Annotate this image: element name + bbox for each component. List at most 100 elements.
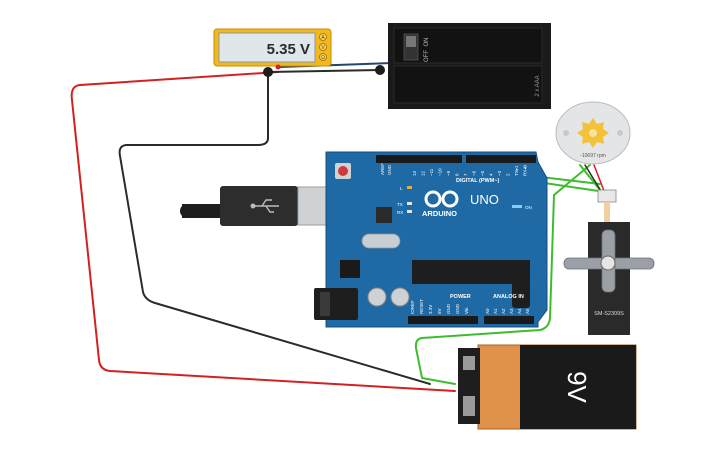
voltage-regulator bbox=[340, 260, 360, 278]
capacitor-3 bbox=[512, 282, 530, 308]
usb-chip bbox=[376, 207, 392, 223]
pin-label: 12 bbox=[421, 170, 426, 176]
servo-horn-hub bbox=[600, 255, 616, 271]
pin-label: ~10 bbox=[438, 168, 443, 176]
pin-label: A4 bbox=[517, 308, 522, 314]
battery-pack-2xaaa[interactable]: ON OFF 2 x AAA bbox=[388, 23, 551, 109]
arduino-brand: ARDUINO bbox=[422, 209, 457, 218]
battery-9v-label: 9V bbox=[562, 371, 592, 403]
usb-symbol-icon bbox=[250, 199, 279, 213]
pin-label: 8 bbox=[455, 173, 460, 176]
gnd-label: GND bbox=[387, 164, 392, 175]
pin-label: IOREF bbox=[410, 300, 415, 314]
arduino-infinity-logo-icon bbox=[424, 190, 459, 208]
battery-pack-compartment-2 bbox=[393, 65, 543, 104]
on-led bbox=[512, 205, 522, 208]
switch-on-label: ON bbox=[424, 38, 430, 47]
multimeter[interactable]: 5.35 V A V Ω bbox=[213, 28, 332, 70]
servo-model-label: SM-S2309S bbox=[594, 311, 624, 317]
mode-v-glyph: V bbox=[321, 45, 325, 51]
l-led-label: L bbox=[400, 186, 403, 191]
mode-v-knob[interactable] bbox=[319, 43, 327, 51]
pin-label: 2 bbox=[506, 173, 511, 176]
battery-9v-black-band bbox=[520, 345, 636, 429]
pin-label: TX▸1 bbox=[514, 165, 519, 176]
pin-label: 4 bbox=[489, 173, 494, 176]
motor-shaft bbox=[589, 129, 597, 137]
power-header-label: POWER bbox=[450, 294, 471, 300]
power-pin-labels: IOREF RESET 3.3V 5V GND GND Vin bbox=[410, 299, 469, 314]
pin-label: A0 bbox=[485, 308, 490, 314]
atmega-chip bbox=[412, 260, 530, 284]
pin-label: 5V bbox=[437, 308, 442, 314]
motor-rpm-readout: -10697 rpm bbox=[580, 153, 606, 159]
pin-label: RESET bbox=[419, 299, 424, 314]
digital-header-label: DIGITAL (PWM~) bbox=[456, 178, 500, 184]
tx-label: TX bbox=[397, 202, 403, 207]
pin-label: RX◂0 bbox=[523, 164, 528, 176]
crystal bbox=[361, 233, 401, 249]
servo-cable bbox=[604, 202, 610, 222]
pin-label: 3.3V bbox=[428, 305, 433, 314]
pin-label: GND bbox=[455, 303, 460, 314]
wire-dark-multimeter-to-pack[interactable] bbox=[267, 69, 381, 73]
pin-label: A3 bbox=[509, 308, 514, 314]
on-label: ON bbox=[525, 205, 532, 210]
dc-motor[interactable]: -10697 rpm bbox=[555, 101, 631, 165]
aref-label: AREF bbox=[380, 163, 385, 175]
arduino-model: UNO bbox=[470, 192, 499, 207]
pin-label: A2 bbox=[501, 308, 506, 314]
capacitor-2 bbox=[390, 287, 410, 307]
pin-label: ~9 bbox=[446, 170, 451, 176]
pin-label: ~3 bbox=[497, 170, 502, 176]
motor-mount-hole-right bbox=[617, 130, 623, 136]
wire-red-multimeter-to-9v[interactable] bbox=[70, 71, 456, 392]
battery-pack-compartment-1 bbox=[393, 27, 543, 64]
pin-label: A1 bbox=[493, 308, 498, 314]
l-led bbox=[407, 186, 412, 189]
servo-connector[interactable] bbox=[597, 189, 617, 203]
junction-dot-multimeter-neg[interactable] bbox=[263, 67, 273, 77]
mode-a-knob[interactable] bbox=[319, 33, 327, 41]
mode-ohm-knob[interactable] bbox=[319, 53, 327, 61]
power-switch-knob[interactable] bbox=[406, 36, 416, 47]
rx-label: RX bbox=[397, 210, 403, 215]
power-header[interactable] bbox=[408, 316, 478, 324]
power-jack-shell bbox=[320, 292, 330, 316]
tx-led bbox=[407, 202, 412, 205]
servo-motor[interactable]: SM-S2309S bbox=[563, 189, 655, 335]
pin-label: GND bbox=[446, 303, 451, 314]
battery-9v-terminal-neg[interactable] bbox=[463, 396, 475, 416]
pin-label: 13 bbox=[412, 170, 417, 176]
pin-label: ~6 bbox=[472, 170, 477, 176]
mode-ohm-glyph: Ω bbox=[321, 55, 325, 61]
wire-green-motor-down[interactable] bbox=[414, 164, 591, 385]
mode-a-glyph: A bbox=[321, 35, 325, 41]
switch-off-label: OFF bbox=[424, 50, 430, 62]
usb-cable-tail bbox=[182, 204, 232, 218]
wire-black-multimeter-to-9v[interactable] bbox=[118, 71, 431, 385]
multimeter-reading: 5.35 V bbox=[267, 41, 310, 58]
battery-9v-terminal-pos[interactable] bbox=[463, 356, 475, 370]
battery-9v[interactable]: 9V bbox=[458, 344, 637, 430]
digital-header-2[interactable] bbox=[466, 155, 536, 163]
cells-label: 2 x AAA bbox=[535, 75, 541, 96]
capacitor-1 bbox=[367, 287, 387, 307]
analog-header[interactable] bbox=[484, 316, 534, 324]
multimeter-display bbox=[218, 32, 316, 63]
pin-label: ~11 bbox=[429, 168, 434, 176]
reset-button-cap[interactable] bbox=[338, 166, 348, 176]
usb-cable-end bbox=[180, 204, 194, 218]
digital-header[interactable] bbox=[376, 155, 462, 163]
pin-label: Vin bbox=[464, 307, 469, 314]
probe-red-terminal[interactable] bbox=[275, 64, 281, 70]
rx-led bbox=[407, 210, 412, 213]
junction-dot-pack-pos[interactable] bbox=[375, 65, 385, 75]
pin-label: A5 bbox=[525, 308, 530, 314]
pin-label: ~5 bbox=[480, 170, 485, 176]
pin-label: 7 bbox=[463, 173, 468, 176]
